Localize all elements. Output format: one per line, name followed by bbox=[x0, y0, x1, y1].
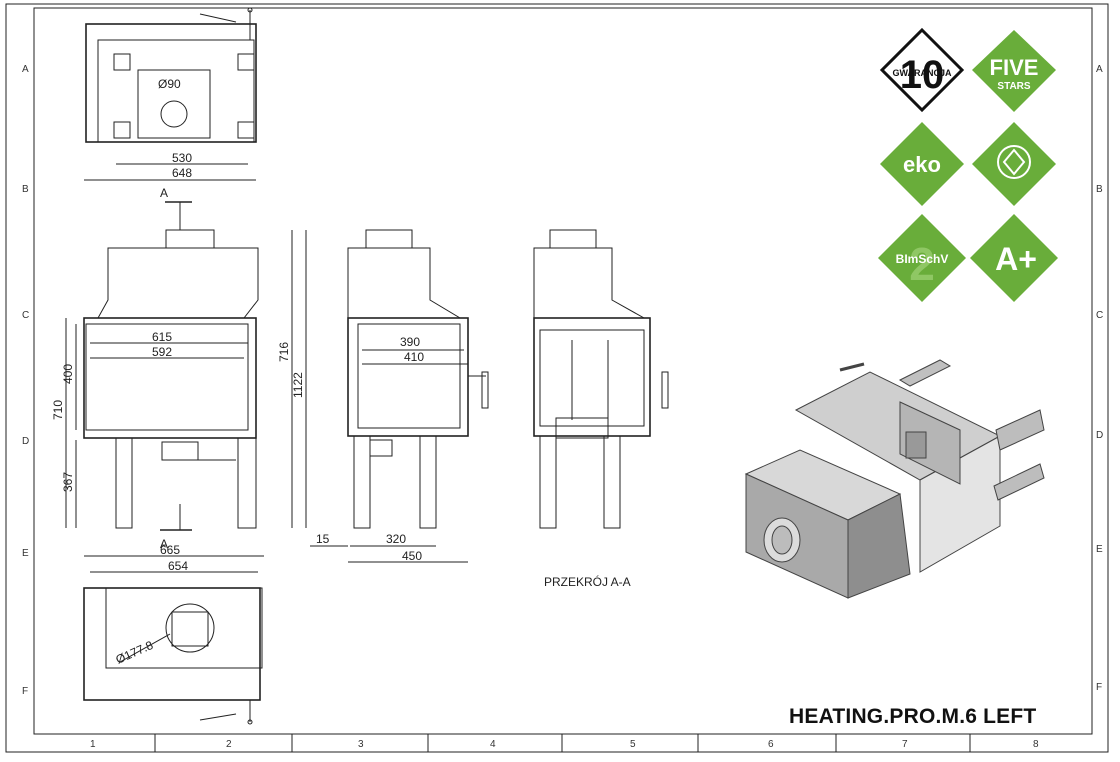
front-view: A 615 592 710 400 367 716 1122 A bbox=[51, 186, 307, 551]
grid-row-label: F bbox=[1096, 682, 1102, 693]
grid-row-label: A bbox=[1096, 64, 1103, 75]
badges: 10 GWARANCJA FIVE STARS eko 2 BImSchV A+ bbox=[878, 27, 1058, 302]
model-title: HEATING.PRO.M.6 LEFT bbox=[789, 705, 1037, 728]
side-view: 390 410 15 320 450 bbox=[310, 229, 489, 563]
dim-710: 710 bbox=[51, 400, 65, 420]
five-stars-small: STARS bbox=[997, 81, 1030, 92]
dim-367: 367 bbox=[61, 472, 75, 492]
grid-row-label: B bbox=[1096, 184, 1103, 195]
bimschv-text: BImSchV bbox=[896, 252, 949, 266]
dim-592: 592 bbox=[152, 345, 172, 359]
grid-row-label: C bbox=[1096, 310, 1103, 321]
grid-col-label: 8 bbox=[1033, 739, 1039, 750]
dim-320: 320 bbox=[386, 532, 406, 546]
five-stars-big: FIVE bbox=[990, 55, 1039, 80]
section-mark-top: A bbox=[160, 186, 168, 200]
eko-badge: eko bbox=[880, 122, 964, 206]
dim-400: 400 bbox=[61, 364, 75, 384]
dim-410: 410 bbox=[404, 350, 424, 364]
grid-col-label: 7 bbox=[902, 739, 908, 750]
grid-row-label: C bbox=[22, 310, 29, 321]
inner-frame bbox=[33, 7, 1093, 735]
dim-15: 15 bbox=[316, 532, 330, 546]
section-label: PRZEKRÓJ A-A bbox=[544, 574, 631, 589]
dim-654: 654 bbox=[168, 559, 188, 573]
top-view: Ø90 530 648 bbox=[84, 7, 257, 181]
warranty-badge: 10 GWARANCJA bbox=[879, 27, 965, 113]
eko-text: eko bbox=[903, 152, 941, 177]
grid-row-label: D bbox=[1096, 430, 1103, 441]
a-plus-badge: A+ bbox=[970, 214, 1058, 302]
bimschv-number: 2 bbox=[909, 238, 935, 290]
grid-col-label: 1 bbox=[90, 739, 96, 750]
bimschv-badge: 2 BImSchV bbox=[878, 214, 966, 302]
dim-648: 648 bbox=[172, 166, 192, 180]
grid-row-label: E bbox=[1096, 544, 1103, 555]
grid-col-label: 2 bbox=[226, 739, 232, 750]
grid-col-label: 4 bbox=[490, 739, 496, 750]
grid-columns: 1 2 3 4 5 6 7 8 bbox=[90, 734, 1039, 752]
grid-row-label: E bbox=[22, 548, 29, 559]
a-plus-text: A+ bbox=[995, 241, 1037, 277]
isometric-render bbox=[744, 359, 1045, 599]
dim-1122: 1122 bbox=[291, 372, 305, 398]
heat-symbol-badge bbox=[972, 122, 1056, 206]
top-hole-dim: Ø90 bbox=[158, 77, 181, 91]
grid-col-label: 5 bbox=[630, 739, 636, 750]
outlet-dim: Ø177.8 bbox=[114, 638, 156, 667]
dim-665: 665 bbox=[160, 543, 180, 557]
five-stars-badge: FIVE STARS bbox=[972, 30, 1056, 112]
dim-716: 716 bbox=[277, 342, 291, 362]
dim-390: 390 bbox=[400, 335, 420, 349]
grid-row-label: B bbox=[22, 184, 29, 195]
grid-col-label: 6 bbox=[768, 739, 774, 750]
grid-row-label: F bbox=[22, 686, 28, 697]
warranty-number: 10 bbox=[900, 53, 945, 97]
section-mark-bottom: A bbox=[160, 537, 168, 551]
dim-450: 450 bbox=[402, 549, 422, 563]
dim-615: 615 bbox=[152, 330, 172, 344]
grid-rows: A B C D E F A B C D E F bbox=[22, 64, 1103, 697]
grid-col-label: 3 bbox=[358, 739, 364, 750]
dim-530: 530 bbox=[172, 151, 192, 165]
section-view: PRZEKRÓJ A-A bbox=[533, 229, 669, 589]
grid-row-label: D bbox=[22, 436, 29, 447]
outer-frame bbox=[5, 3, 1109, 753]
grid-row-label: A bbox=[22, 64, 29, 75]
warranty-text: GWARANCJA bbox=[892, 68, 952, 78]
bottom-view: 665 654 Ø177.8 bbox=[83, 543, 264, 725]
